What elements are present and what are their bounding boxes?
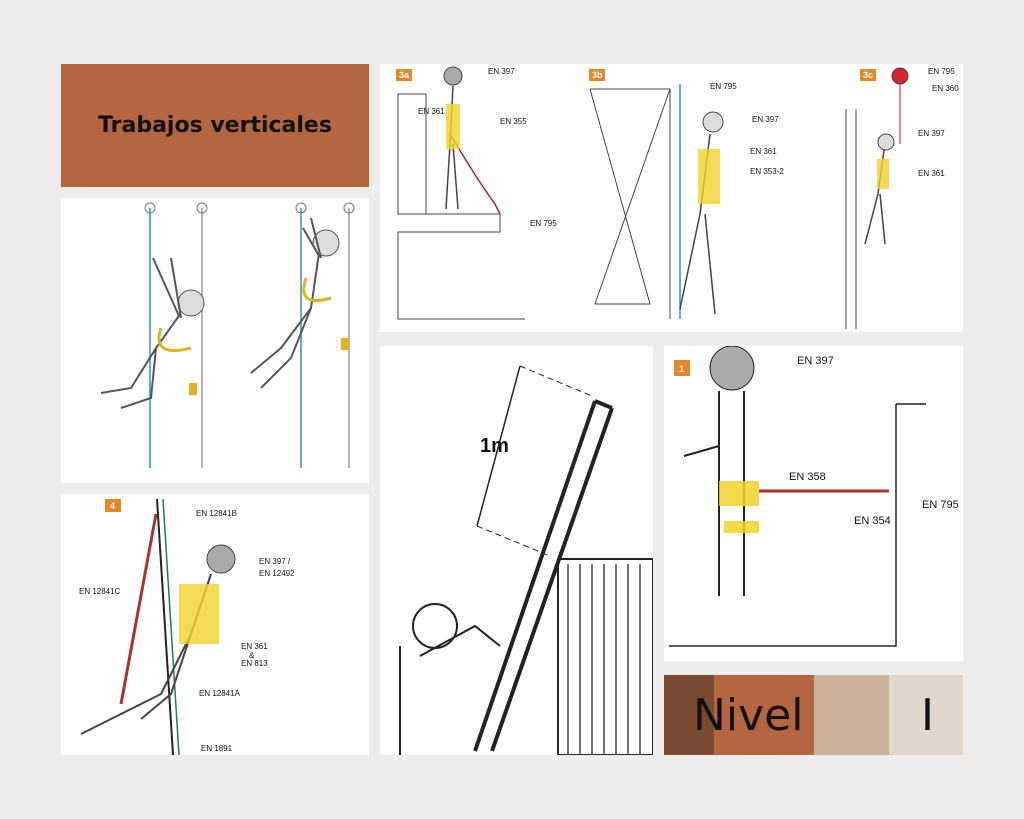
label-en-397: EN 397 [752,115,779,124]
svg-text:1: 1 [679,364,684,374]
svg-text:3a: 3a [399,70,410,80]
label-en-795: EN 795 [710,82,737,91]
panels-3-illustration: 3a EN 397 EN 361 EN 355 EN 795 3b EN 795… [396,66,959,329]
label-en-813: EN 813 [241,659,268,668]
tag-4: 4 [105,499,121,512]
measure-label: 1m [480,435,509,457]
label-en-358: EN 358 [789,471,826,483]
tag-3b: 3b [589,69,605,81]
label-en-397: EN 397 [918,129,945,138]
ladder-panel: 1m [380,346,653,755]
rope-climbers-panel [61,198,369,483]
label-en-354: EN 354 [854,515,891,527]
label-en-361: EN 361 [918,169,945,178]
label-en-361: EN 361 [241,642,268,651]
panel-1: 1 EN 397 EN 358 EN 354 EN 795 [664,346,963,661]
nivel-color-bar [664,675,963,755]
label-en-1891: EN 1891 [201,744,233,753]
nivel-swatch-2 [714,675,814,755]
label-en-397: EN 397 [797,355,834,367]
panels-3-strip: 3a EN 397 EN 361 EN 355 EN 795 3b EN 795… [380,64,963,332]
label-amp: & [249,651,255,660]
svg-text:4: 4 [110,501,115,511]
nivel-word: Nivel [693,690,804,741]
page-title: Trabajos verticales [98,113,332,138]
label-en-12841a: EN 12841A [199,689,241,698]
label-en-397: EN 397 / [259,557,291,566]
svg-text:3c: 3c [863,70,873,80]
title-box: Trabajos verticales [61,64,369,187]
nivel-number: I [921,690,934,741]
ladder-illustration: 1m [399,365,653,755]
label-en-361: EN 361 [418,107,445,116]
nivel-swatch-4 [889,675,963,755]
tag-1: 1 [674,360,690,376]
label-en-355: EN 355 [500,117,527,126]
label-en-12841c: EN 12841C [79,587,121,596]
label-en-12492: EN 12492 [259,569,295,578]
svg-text:3b: 3b [592,70,603,80]
label-en-397: EN 397 [488,67,515,76]
rope-climbers-illustration [100,202,355,468]
tag-3c: 3c [860,69,876,81]
label-en-795: EN 795 [530,219,557,228]
label-en-795: EN 795 [922,499,959,511]
nivel-swatch-1 [664,675,714,755]
label-en-360: EN 360 [932,84,959,93]
panel-4-illustration: 4 EN 12841B EN 12841C EN 397 / EN 12492 … [79,498,295,755]
panel-4: 4 EN 12841B EN 12841C EN 397 / EN 12492 … [61,494,369,755]
label-en-795: EN 795 [928,67,955,76]
tag-3a: 3a [396,69,412,81]
panel-1-illustration: 1 EN 397 EN 358 EN 354 EN 795 [669,346,959,647]
label-en-353-2: EN 353-2 [750,167,784,176]
label-en-12841b: EN 12841B [196,509,237,518]
nivel-swatch-3 [814,675,889,755]
label-en-361: EN 361 [750,147,777,156]
